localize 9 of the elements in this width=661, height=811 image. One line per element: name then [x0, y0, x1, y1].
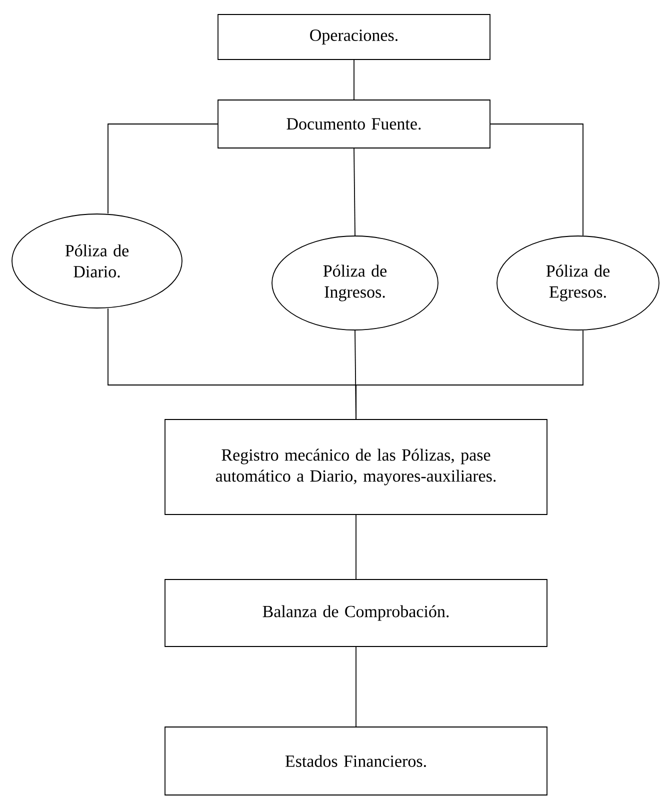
connector-line [356, 330, 584, 420]
process-box: Balanza de Comprobación. [164, 579, 548, 647]
process-box: Registro mecánico de las Pólizas, pase automático a Diario, mayores-auxiliares. [164, 419, 548, 515]
connector-line [108, 124, 218, 214]
connector-line [354, 148, 356, 236]
process-box: Documento Fuente. [218, 100, 490, 148]
connector-line [490, 124, 584, 236]
process-box: Estados Financieros. [164, 726, 548, 796]
process-box: Operaciones. [218, 14, 490, 60]
